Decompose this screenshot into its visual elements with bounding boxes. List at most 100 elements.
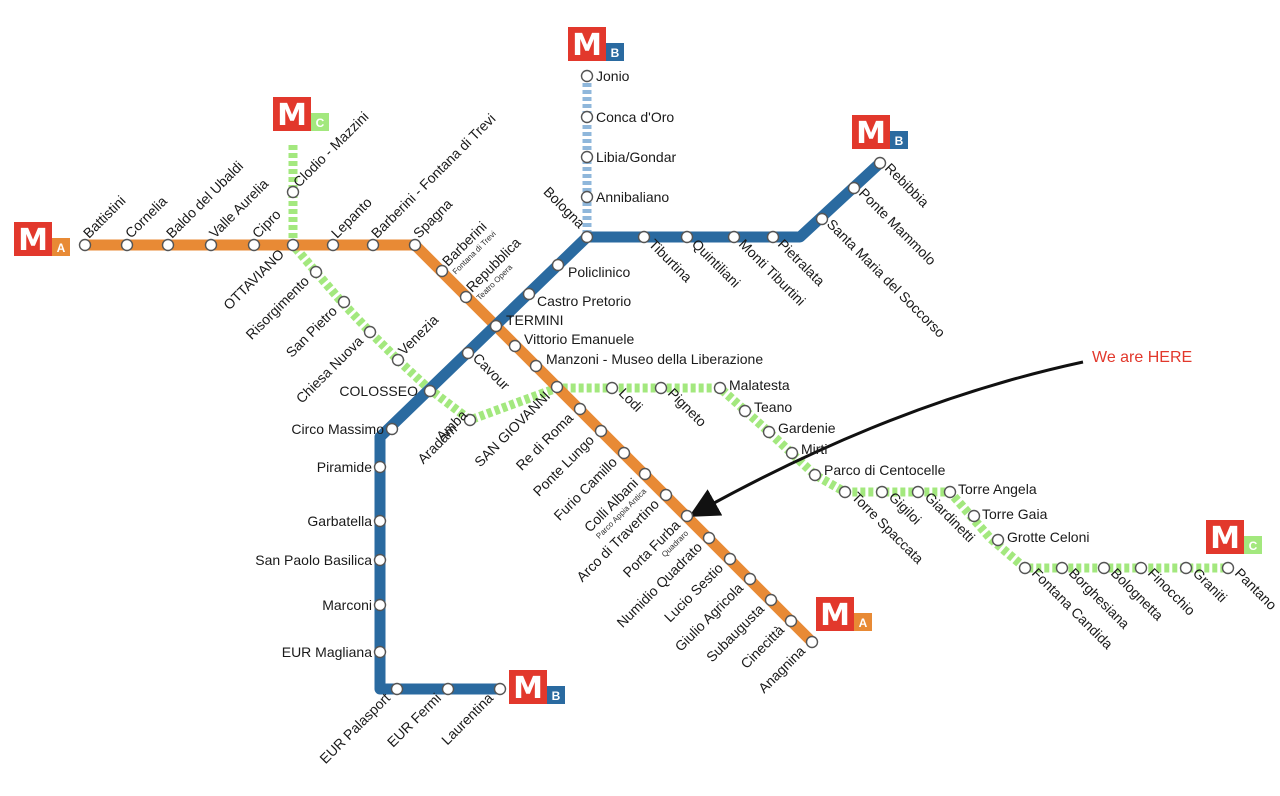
station-b-castro-pretorio[interactable] <box>522 287 536 301</box>
station-a-cinecitt[interactable] <box>784 614 798 628</box>
metro-logo-m: M <box>856 116 886 151</box>
station-a-cipro[interactable] <box>247 238 261 252</box>
station-a-barberini-fontana-di-trevi[interactable] <box>366 238 380 252</box>
station-c-borghesiana[interactable] <box>1055 561 1069 575</box>
station-a-manzoni-museo-della-liberazione[interactable] <box>529 359 543 373</box>
station-b-eur-palasport[interactable] <box>390 682 404 696</box>
station-a-lepanto[interactable] <box>326 238 340 252</box>
station-label-b-castro-pretorio: Castro Pretorio <box>537 293 631 309</box>
station-c-pigneto[interactable] <box>654 381 668 395</box>
station-b-santa-maria-del-soccorso[interactable] <box>815 212 829 226</box>
station-c-torre-spaccata[interactable] <box>838 485 852 499</box>
station-label-c-teano: Teano <box>754 399 792 415</box>
station-b-pietralata[interactable] <box>766 230 780 244</box>
station-c-san-pietro[interactable] <box>337 295 351 309</box>
station-b-bologna[interactable] <box>580 230 594 244</box>
station-label-b-rebibbia: Rebibbia <box>882 160 933 211</box>
station-a-giulio-agricola[interactable] <box>743 572 757 586</box>
station-b-colosseo[interactable] <box>423 384 437 398</box>
station-b-tiburtina[interactable] <box>637 230 651 244</box>
station-b-garbatella[interactable] <box>373 514 387 528</box>
station-c-torre-gaia[interactable] <box>967 509 981 523</box>
station-label-a-battistini: Battistini <box>80 192 129 241</box>
station-c-torre-angela[interactable] <box>943 485 957 499</box>
station-b1-jonio[interactable] <box>580 69 594 83</box>
station-c-grotte-celoni[interactable] <box>991 533 1005 547</box>
station-a-anagnina[interactable] <box>805 635 819 649</box>
station-c-gardenie[interactable] <box>762 425 776 439</box>
metro-logo-m: M <box>820 598 850 633</box>
station-a-barberini[interactable] <box>435 264 449 278</box>
station-label-b-circo-massimo: Circo Massimo <box>291 421 384 437</box>
station-c-malatesta[interactable] <box>713 381 727 395</box>
station-a-san-giovanni[interactable] <box>550 380 564 394</box>
line-letter: B <box>552 689 561 703</box>
station-c-gigiloi[interactable] <box>875 485 889 499</box>
station-a-numidio-quadrato[interactable] <box>702 531 716 545</box>
station-b-termini[interactable] <box>489 319 503 333</box>
station-b-eur-magliana[interactable] <box>373 645 387 659</box>
station-b-rebibbia[interactable] <box>873 156 887 170</box>
station-a-valle-aurelia[interactable] <box>204 238 218 252</box>
station-c-teano[interactable] <box>738 404 752 418</box>
station-label-c-gardenie: Gardenie <box>778 420 836 436</box>
station-c-venezia[interactable] <box>391 353 405 367</box>
station-b-cavour[interactable] <box>461 346 475 360</box>
station-a-furio-camillo[interactable] <box>617 446 631 460</box>
station-c-parco-di-centocelle[interactable] <box>808 468 822 482</box>
station-c-bolognetta[interactable] <box>1097 561 1111 575</box>
station-c-giardinetti[interactable] <box>911 485 925 499</box>
station-a-re-di-roma[interactable] <box>573 402 587 416</box>
station-a-repubblica[interactable] <box>459 290 473 304</box>
station-a-cornelia[interactable] <box>120 238 134 252</box>
station-c-fontana-candida[interactable] <box>1018 561 1032 575</box>
station-label-b-marconi: Marconi <box>322 597 372 613</box>
station-b-laurentina[interactable] <box>493 682 507 696</box>
station-c-graniti[interactable] <box>1179 561 1193 575</box>
we-are-here-callout: We are HERE <box>688 349 1192 517</box>
station-a-colli-albani[interactable] <box>638 467 652 481</box>
station-b-san-paolo-basilica[interactable] <box>373 553 387 567</box>
station-label-b1-libia-gondar: Libia/Gondar <box>596 149 677 165</box>
station-label-c-pantano: Pantano <box>1232 565 1280 613</box>
station-label-b-bologna: Bologna <box>541 183 589 231</box>
station-a-arco-di-travertino[interactable] <box>659 488 673 502</box>
station-a-porta-furba[interactable] <box>680 509 694 523</box>
station-c-clodio-mazzini[interactable] <box>286 185 300 199</box>
line-letter-box <box>1244 536 1262 554</box>
station-b-eur-fermi[interactable] <box>441 682 455 696</box>
station-label-a-manzoni-museo-della-liberazione: Manzoni - Museo della Liberazione <box>546 351 763 367</box>
station-b-marconi[interactable] <box>373 598 387 612</box>
station-b-circo-massimo[interactable] <box>385 422 399 436</box>
station-c-finocchio[interactable] <box>1134 561 1148 575</box>
station-a-vittorio-emanuele[interactable] <box>508 339 522 353</box>
station-b1-annibaliano[interactable] <box>580 190 594 204</box>
station-a-baldo-del-ubaldi[interactable] <box>161 238 175 252</box>
station-c-mirti[interactable] <box>785 446 799 460</box>
station-b-monti-tiburtini[interactable] <box>727 230 741 244</box>
station-label-b-policlinico: Policlinico <box>568 264 630 280</box>
station-b-ponte-mammolo[interactable] <box>847 181 861 195</box>
station-b-quintiliani[interactable] <box>680 230 694 244</box>
callout-arrow <box>688 360 1084 517</box>
station-c-amba-aradam[interactable] <box>463 413 477 427</box>
station-a-subaugusta[interactable] <box>764 593 778 607</box>
station-b-policlinico[interactable] <box>551 258 565 272</box>
station-a-ottaviano[interactable] <box>286 238 300 252</box>
station-a-ponte-lungo[interactable] <box>594 424 608 438</box>
station-b1-conca-d-oro[interactable] <box>580 110 594 124</box>
station-a-battistini[interactable] <box>78 238 92 252</box>
station-a-spagna[interactable] <box>408 238 422 252</box>
station-b-piramide[interactable] <box>373 460 387 474</box>
station-c-chiesa-nuova[interactable] <box>363 325 377 339</box>
station-c-lodi[interactable] <box>605 381 619 395</box>
station-c-risorgimento[interactable] <box>309 265 323 279</box>
station-b1-libia-gondar[interactable] <box>580 150 594 164</box>
station-c-pantano[interactable] <box>1221 561 1235 575</box>
station-a-lucio-sestio[interactable] <box>723 552 737 566</box>
